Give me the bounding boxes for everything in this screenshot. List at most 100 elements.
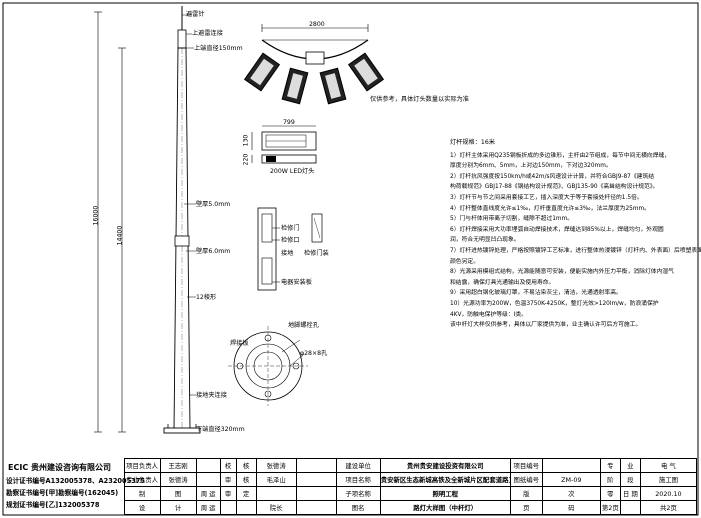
title-block-cell: 电 气 xyxy=(639,458,698,473)
label-top-flange: 上避雷连接 xyxy=(192,30,223,37)
company-logo: ECIC 贵州建设咨询有限公司 xyxy=(6,461,118,473)
title-block-cell: 次 xyxy=(541,486,601,501)
door-detail xyxy=(257,207,323,291)
title-block-cell xyxy=(295,472,337,487)
title-block-cell: 页 xyxy=(509,500,543,515)
note-line: 8）光源采用模组式结构，光源能随意可安装，便能实施内外压力平衡，消除灯体内湿气 xyxy=(450,269,674,276)
title-block-cell xyxy=(219,500,237,515)
title-block-cell: 项目名称 xyxy=(335,472,381,487)
note-line: 颜色另定。 xyxy=(450,258,479,265)
cert-line: 勘察证书编号[甲]勘察编号(162045) xyxy=(6,489,119,497)
title-block-cell xyxy=(255,486,297,501)
title-block-cell: 2020.10 xyxy=(639,486,698,501)
note-line: 厚度分别为6mm、5mm，上对边150mm，下对边320mm。 xyxy=(450,163,612,170)
title-block-cell: 专 xyxy=(599,458,621,473)
dim-height-14400: 14400 xyxy=(116,225,124,246)
title-block-cell: 周 运 xyxy=(195,486,221,501)
title-block-cell: 图 xyxy=(159,486,197,501)
title-block-cell: 版 xyxy=(509,486,543,501)
dim-lamp-span: 2800 xyxy=(309,21,325,28)
led-caption: 200W LED灯头 xyxy=(270,168,315,175)
door-label-5: 电器安装板 xyxy=(281,279,312,286)
title-block-cell xyxy=(295,500,337,515)
note-line: 4）灯杆整体直线度允许≤1‰，灯杆垂直度允许≤3‰，法兰厚度为25mm。 xyxy=(450,205,650,212)
label-wall-6mm: 壁厚6.0mm xyxy=(196,248,231,255)
title-block-cell: 审 xyxy=(219,486,237,501)
title-block-cell: 计 xyxy=(159,500,197,515)
dim-led-height-a: 130 xyxy=(242,134,250,147)
title-block-cell: 张德涛 xyxy=(255,458,297,473)
title-block-cell: 零 xyxy=(599,486,621,501)
title-block-cell: 施工图 xyxy=(639,472,698,487)
note-line: 2）灯杆抗风强度按150km/h或42m/s风速设计计算，并符合GBJ9-87《… xyxy=(450,173,655,180)
title-block-cell xyxy=(541,458,601,473)
title-block-cell: 段 xyxy=(619,472,641,487)
label-12-sides: 12棱形 xyxy=(196,294,217,301)
dim-led-width: 799 xyxy=(283,119,295,126)
lamp-head-1 xyxy=(243,52,281,92)
title-block-cell: 贵安新区生态新城高铁及全新城片区配套道路工程 xyxy=(379,472,511,487)
title-block-cell: 院长 xyxy=(255,500,297,515)
note-line: 该中杆灯大样仅供参考，具体以厂家提供为准，业主确认许可后方可施工。 xyxy=(450,322,642,329)
label-wall-5mm: 壁厚5.0mm xyxy=(196,201,231,208)
title-block-cell: 核 xyxy=(235,458,257,473)
title-block-cell xyxy=(295,486,337,501)
flange-label-2: 焊接板 xyxy=(230,340,249,347)
label-ground: 接地夹连接 xyxy=(196,392,227,399)
title-block-cell: 照明工程 xyxy=(379,486,511,501)
title-block-cell xyxy=(195,458,221,473)
title-block-cell: ZM-09 xyxy=(541,472,601,487)
title-block-cell: 毛泽山 xyxy=(255,472,297,487)
note-line: 10）光源功率为200W，色温3750K-4250K，整灯光效>120lm/w，… xyxy=(450,300,659,307)
title-block-cell: 张德涛 xyxy=(159,472,197,487)
title-block-cell: 审 xyxy=(219,472,237,487)
door-label-4: 检修门装 xyxy=(304,250,329,257)
title-block-cell: 路灯大样图（中杆灯） xyxy=(379,500,511,515)
title-block-cell: 阶 xyxy=(599,472,621,487)
door-label-1: 检修门 xyxy=(281,225,300,232)
pole-elevation xyxy=(94,6,201,434)
note-line: 构荷载规范》GBJ17-88《钢结构设计规范》、GBJ135-90《高耸结构设计… xyxy=(450,184,659,191)
title-block-cell: 校 xyxy=(219,458,237,473)
lamp-note: 仅供参考，具体灯头数量以实际为准 xyxy=(370,96,469,103)
lamp-head-2 xyxy=(281,67,309,105)
title-block-cell: 定 xyxy=(235,486,257,501)
title-block-cell: 日 期 xyxy=(619,486,641,501)
cert-line: 规划证书编号[乙]132005378 xyxy=(6,501,100,509)
label-bottom-diameter: 下端直径320mm xyxy=(196,426,245,433)
title-block-cell xyxy=(619,500,641,515)
lamp-head-array xyxy=(243,24,385,105)
title-block-cell: 核 xyxy=(235,472,257,487)
notes-lines: 1）灯杆主体采用Q235钢板折成的多边锥形，主杆由2节组成，每节中间无横向焊缝，… xyxy=(450,151,701,331)
title-block-cell: 业 xyxy=(619,458,641,473)
door-label-3: 接地 xyxy=(281,250,294,257)
note-line: 6）灯杆焊接采用大功率埋弧自动焊接技术，焊缝达到85%以上，焊缝均匀，外观圆 xyxy=(450,226,664,233)
flange-label-1: 地脚螺栓孔 xyxy=(288,322,319,329)
dim-led-height-b: 220 xyxy=(242,153,250,166)
title-block-cell: 图纸编号 xyxy=(509,472,543,487)
title-block-row: 设计周 运院长图名路灯大样图（中杆灯）页码第2页共2页 xyxy=(4,500,698,515)
title-block-cell: 子项名称 xyxy=(335,486,381,501)
title-block-cell: 项目编号 xyxy=(509,458,543,473)
note-line: 5）门与杆体用带离子切割，缝隙不超过1mm。 xyxy=(450,216,574,223)
title-block-cell: 图名 xyxy=(335,500,381,515)
note-line: 和结露，确保灯具光通输出及使用寿命。 xyxy=(450,279,555,286)
notes-title: 灯杆规格：16米 xyxy=(450,139,495,146)
title-block-cell: 建设单位 xyxy=(335,458,381,473)
title-block: 项目负责人王志刚校核张德涛建设单位贵州贵安建设投资有限公司项目编号专业电 气专业… xyxy=(4,458,698,515)
title-block-cell xyxy=(295,458,337,473)
door-label-2: 检修口 xyxy=(281,237,300,244)
lamp-head-4 xyxy=(347,52,385,92)
flange-plan xyxy=(228,326,308,406)
company-logo-text: ECIC 贵州建设咨询有限公司 xyxy=(8,462,111,472)
title-block-cell xyxy=(195,472,221,487)
note-line: 9）采用超白钢化玻璃灯罩，不易沾染灰尘，清洁，光通透射率高。 xyxy=(450,290,622,297)
title-block-cell: 码 xyxy=(541,500,601,515)
title-block-cell: 项目负责人 xyxy=(123,458,161,473)
title-block-cell: 共2页 xyxy=(639,500,698,515)
title-block-cell xyxy=(235,500,257,515)
label-top-diameter: 上端直径150mm xyxy=(194,45,243,52)
